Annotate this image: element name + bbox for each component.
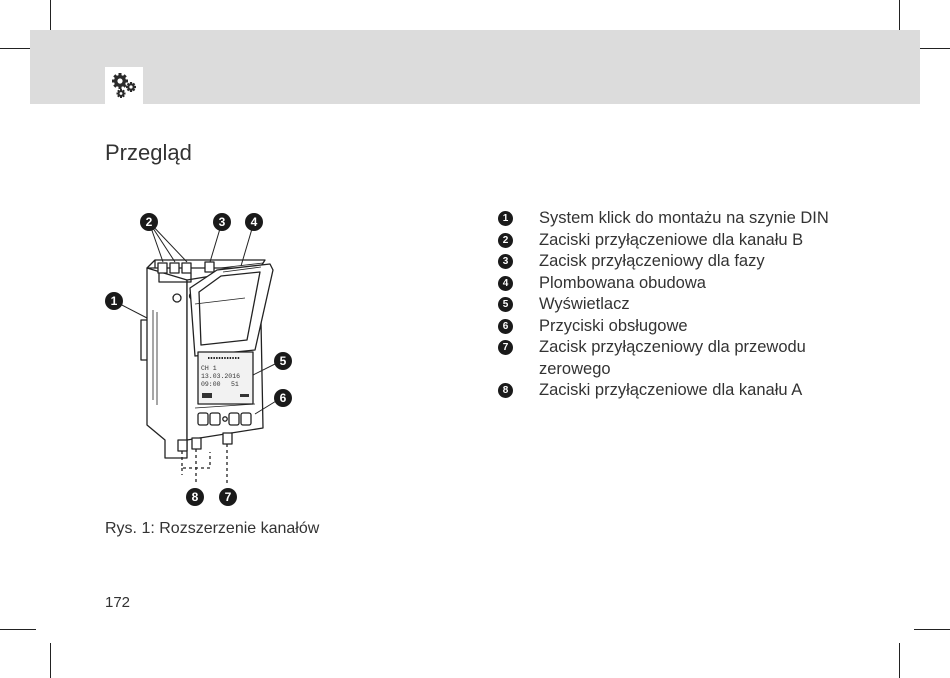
legend-item: 2 Zaciski przyłączeniowe dla kanału B [498, 230, 898, 252]
callout-1: 1 [105, 292, 123, 310]
section-tab-pointer [117, 104, 131, 112]
legend-number: 7 [498, 340, 513, 355]
legend-item: 4 Plombowana obudowa [498, 273, 898, 295]
page-number: 172 [105, 594, 131, 611]
callout-7: 7 [219, 488, 237, 506]
svg-text:6: 6 [280, 391, 287, 405]
legend-number: 5 [498, 297, 513, 312]
legend-item: 3 Zacisk przyłączeniowy dla fazy [498, 251, 898, 273]
legend-text: Plombowana obudowa [539, 273, 706, 292]
terminal-screw [172, 293, 182, 303]
legend-text: Zaciski przyłączeniowe dla kanału A [539, 381, 803, 399]
terminal-block-n [222, 432, 233, 445]
lcd-content: CH 1 13.03.2016 09:00 51 [201, 365, 249, 398]
legend-number: 8 [498, 383, 513, 398]
legend-text: Zacisk przyłączeniowy dla fazy [539, 252, 765, 270]
legend-number: 6 [498, 318, 513, 334]
legend-number: 3 [498, 254, 513, 269]
button-1 [197, 412, 209, 426]
svg-text:4: 4 [251, 215, 258, 229]
legend-item: 6 Przyciski obsługowe [498, 316, 898, 338]
component-legend: 1 System klick do montażu na szynie DIN … [498, 208, 898, 402]
crop-mark-bottom-right-h [914, 629, 950, 630]
terminal-block-b2 [169, 262, 180, 274]
crop-mark-bottom-right-v [899, 643, 900, 678]
legend-item: 8 Zaciski przyłączeniowe dla kanału A [498, 380, 898, 402]
crop-mark-bottom-left-v [50, 643, 51, 678]
callout-4: 4 [245, 213, 263, 231]
callout-3: 3 [213, 213, 231, 231]
callout-2: 2 [140, 213, 158, 231]
button-4 [240, 412, 252, 426]
lcd-seconds: 51 [231, 381, 239, 388]
header-band [30, 30, 920, 104]
callout-8: 8 [186, 488, 204, 506]
svg-text:8: 8 [192, 490, 199, 504]
svg-text:3: 3 [219, 215, 226, 229]
legend-text: Wyświetlacz [539, 295, 630, 313]
lcd-date: 13.03.2016 [201, 373, 240, 380]
device-figure: CH 1 13.03.2016 09:00 51 2 3 4 1 5 6 8 7 [105, 213, 292, 506]
terminal-block-a1 [177, 439, 188, 452]
button-2 [209, 412, 221, 426]
legend-number: 4 [498, 275, 513, 291]
legend-number: 1 [498, 211, 513, 226]
din-clip [140, 319, 147, 361]
figure-caption: Rys. 1: Rozszerzenie kanałów [105, 520, 320, 537]
svg-text:2: 2 [146, 215, 153, 229]
svg-text:7: 7 [225, 490, 232, 504]
legend-number: 2 [498, 232, 513, 248]
channel-a-wire-dashed [181, 449, 211, 485]
callout-6: 6 [274, 389, 292, 407]
legend-text: System klick do montażu na szynie DIN [539, 209, 829, 227]
legend-item: 1 System klick do montażu na szynie DIN [498, 208, 898, 230]
crop-mark-bottom-left-h [0, 629, 36, 630]
lcd-channel: CH 1 [201, 365, 217, 372]
crop-mark-top-left-h [0, 48, 36, 49]
crop-mark-top-right-h [914, 48, 950, 49]
legend-text: Zaciski przyłączeniowe dla kanału B [539, 230, 804, 249]
button-3 [228, 412, 240, 426]
gears-icon [112, 73, 136, 98]
legend-text: Przyciski obsługowe [539, 316, 688, 335]
sealed-cover [189, 263, 274, 357]
svg-text:5: 5 [280, 354, 287, 368]
terminal-block-b1 [157, 262, 168, 274]
terminal-block-phase [204, 261, 215, 273]
terminal-block-a2 [191, 437, 202, 450]
terminal-block-b3 [181, 262, 192, 274]
svg-text:1: 1 [111, 294, 118, 308]
page-title: Przegląd [105, 140, 192, 165]
callout-5: 5 [274, 352, 292, 370]
crop-mark-top-left-v [50, 0, 51, 35]
lcd-time: 09:00 [201, 381, 221, 388]
legend-item: 5 Wyświetlacz [498, 294, 898, 316]
crop-mark-top-right-v [899, 0, 900, 35]
